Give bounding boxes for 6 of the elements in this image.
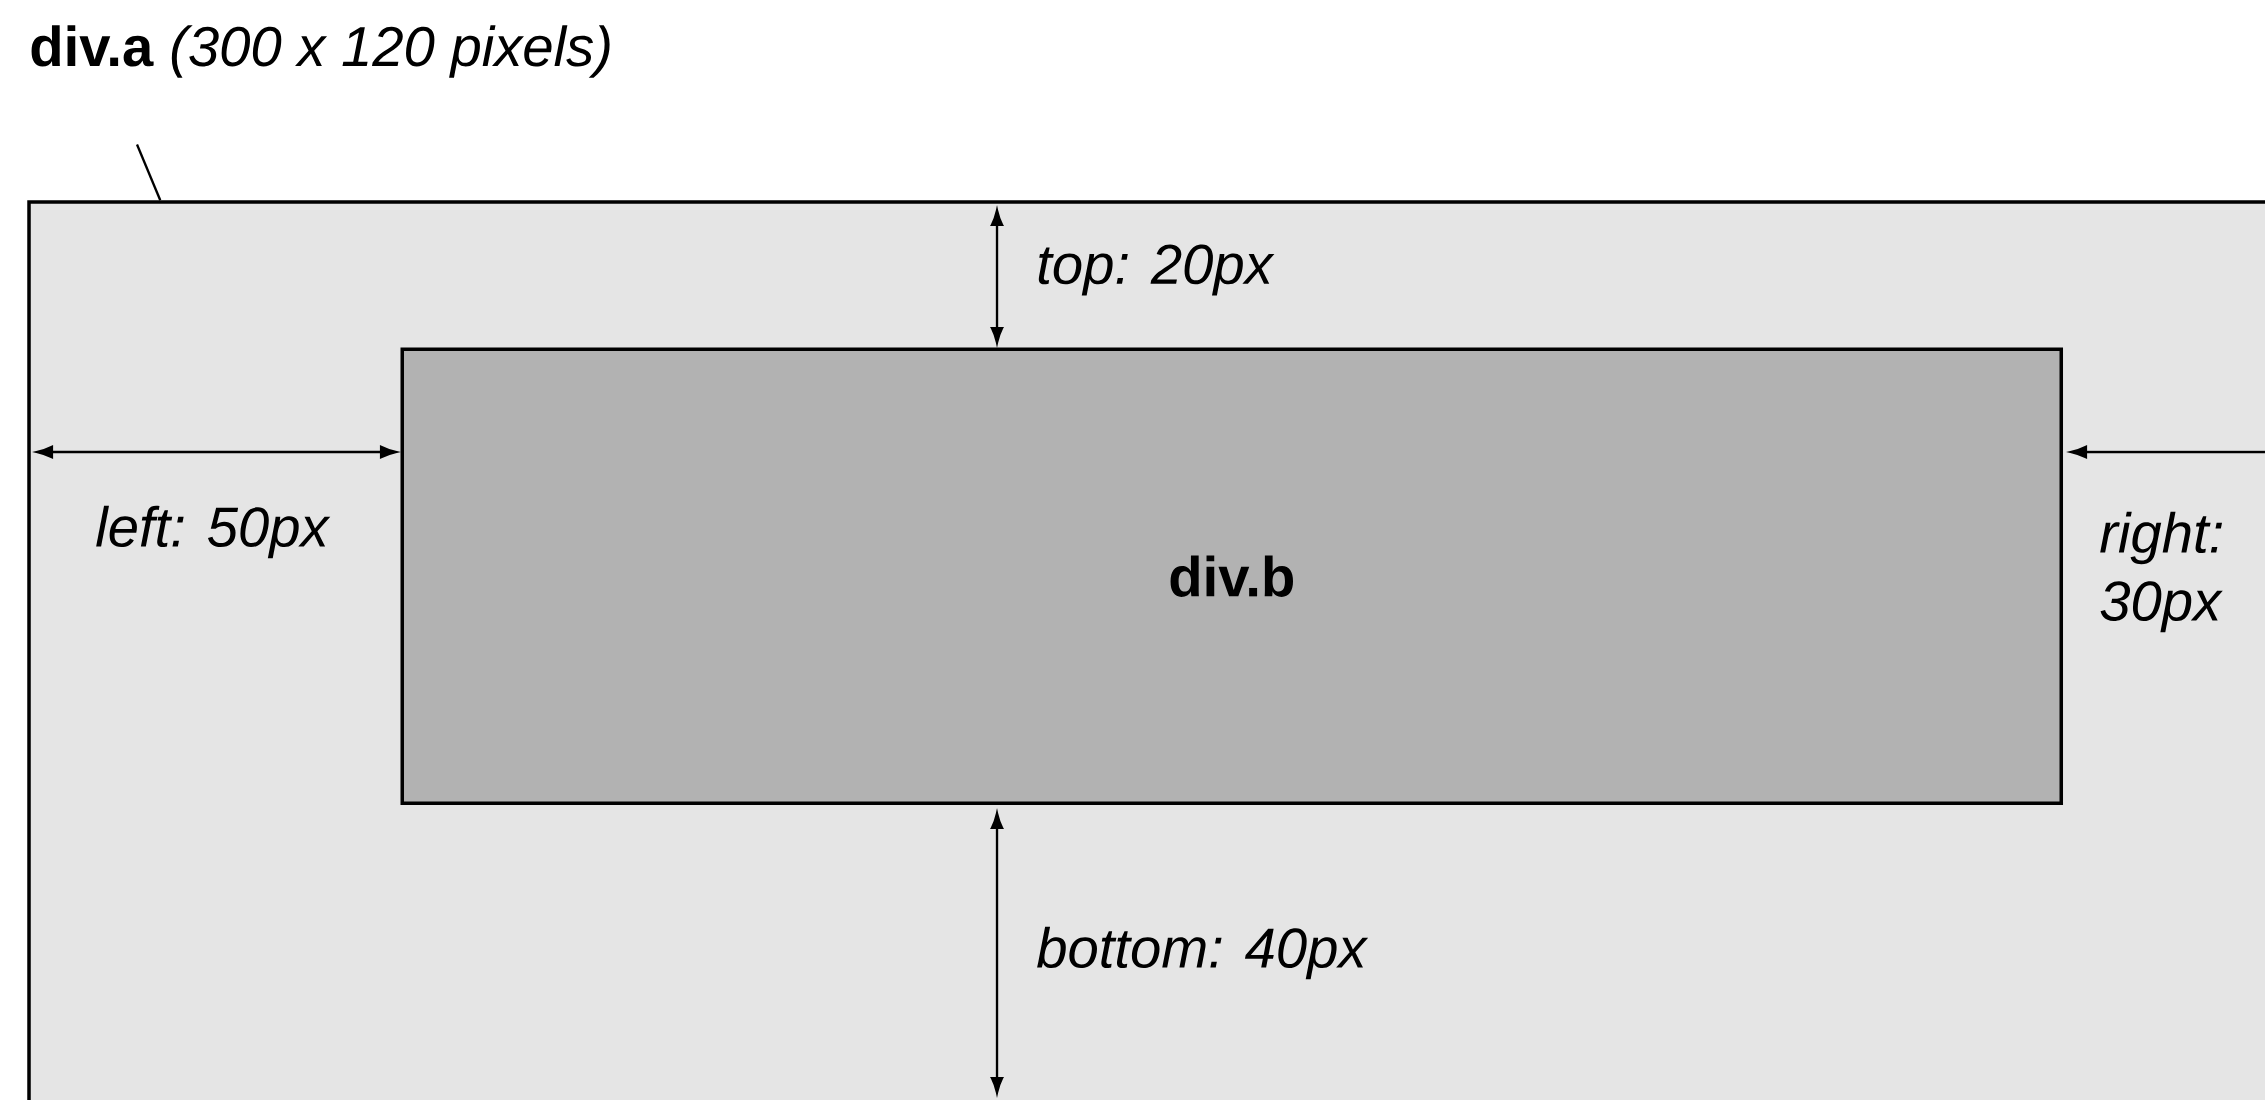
- dimension-label: left: 50px: [96, 505, 331, 559]
- dimension-label: top: 20px: [1038, 244, 1275, 296]
- dimension-label: bottom: 40px: [1037, 926, 1369, 980]
- heading: div.a (300 x 120 pixels): [31, 25, 610, 78]
- leader-line: [135, 144, 162, 201]
- inner-box: div.b: [400, 347, 2063, 805]
